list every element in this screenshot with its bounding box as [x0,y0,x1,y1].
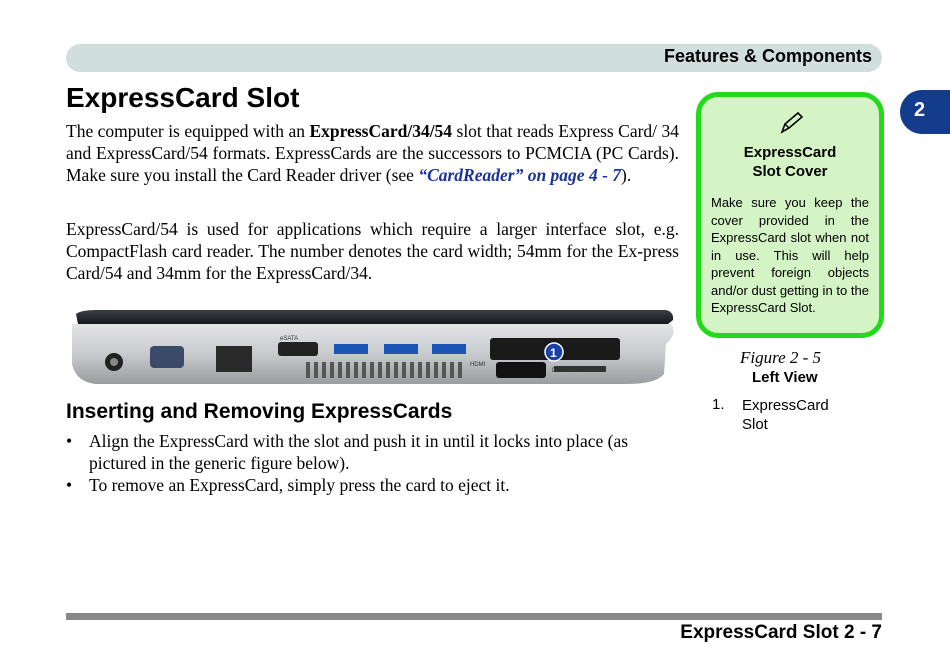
intro-text-middle: slot that reads Express Card/ 34 and Exp… [66,121,679,185]
chapter-number: 2 [914,99,926,121]
header-title: Features & Components [663,46,872,66]
note-body: Make sure you keep the cover provided in… [711,195,869,315]
figure-caption: Figure 2 - 5 [740,348,822,367]
callout-label: ExpressCard Slot [742,397,829,433]
esata-label: eSATA [280,336,298,342]
note-title: ExpressCard Slot Cover [701,143,879,181]
card-reader-label: DS/MMC/MS [552,368,587,374]
expresscard-model-text: ExpressCard/34/54 [309,121,453,141]
page-title: ExpressCard Slot [66,82,300,113]
callout-marker-1-label: 1 [550,346,557,360]
callout-marker-1 [544,342,564,362]
intro-paragraph: The computer is equipped with an Express… [66,120,679,186]
figure-subtitle: Left View [752,369,818,386]
note-title-line2: Slot Cover [752,163,828,180]
intro-text-end: ). [621,165,632,185]
expresscard54-paragraph: ExpressCard/54 is used for applications … [66,219,679,283]
header-bar: Features & Components [66,44,882,72]
callout-number: 1. [712,396,725,413]
list-item: To remove an ExpressCard, simply press t… [66,474,666,496]
cardreader-page-link[interactable]: “CardReader” on page 4 - 7 [418,165,622,185]
intro-text-start: The computer is equipped with an [66,121,310,141]
list-item: Align the ExpressCard with the slot and … [66,430,666,474]
hdmi-label: HDMI [470,362,486,368]
note-box: ExpressCard Slot Cover Make sure you kee… [696,92,884,338]
instruction-list: Align the ExpressCard with the slot and … [66,430,666,496]
pencil-icon [780,111,804,134]
footer-bar [66,613,882,620]
laptop-left-view-image: eSATA HDMI DS/MMC/MS 1 [72,310,674,384]
section-heading: Inserting and Removing ExpressCards [66,400,453,423]
footer-page-label: ExpressCard Slot 2 - 7 [680,622,882,643]
chapter-tab[interactable]: 2 [900,90,950,134]
note-title-line1: ExpressCard [743,144,837,161]
